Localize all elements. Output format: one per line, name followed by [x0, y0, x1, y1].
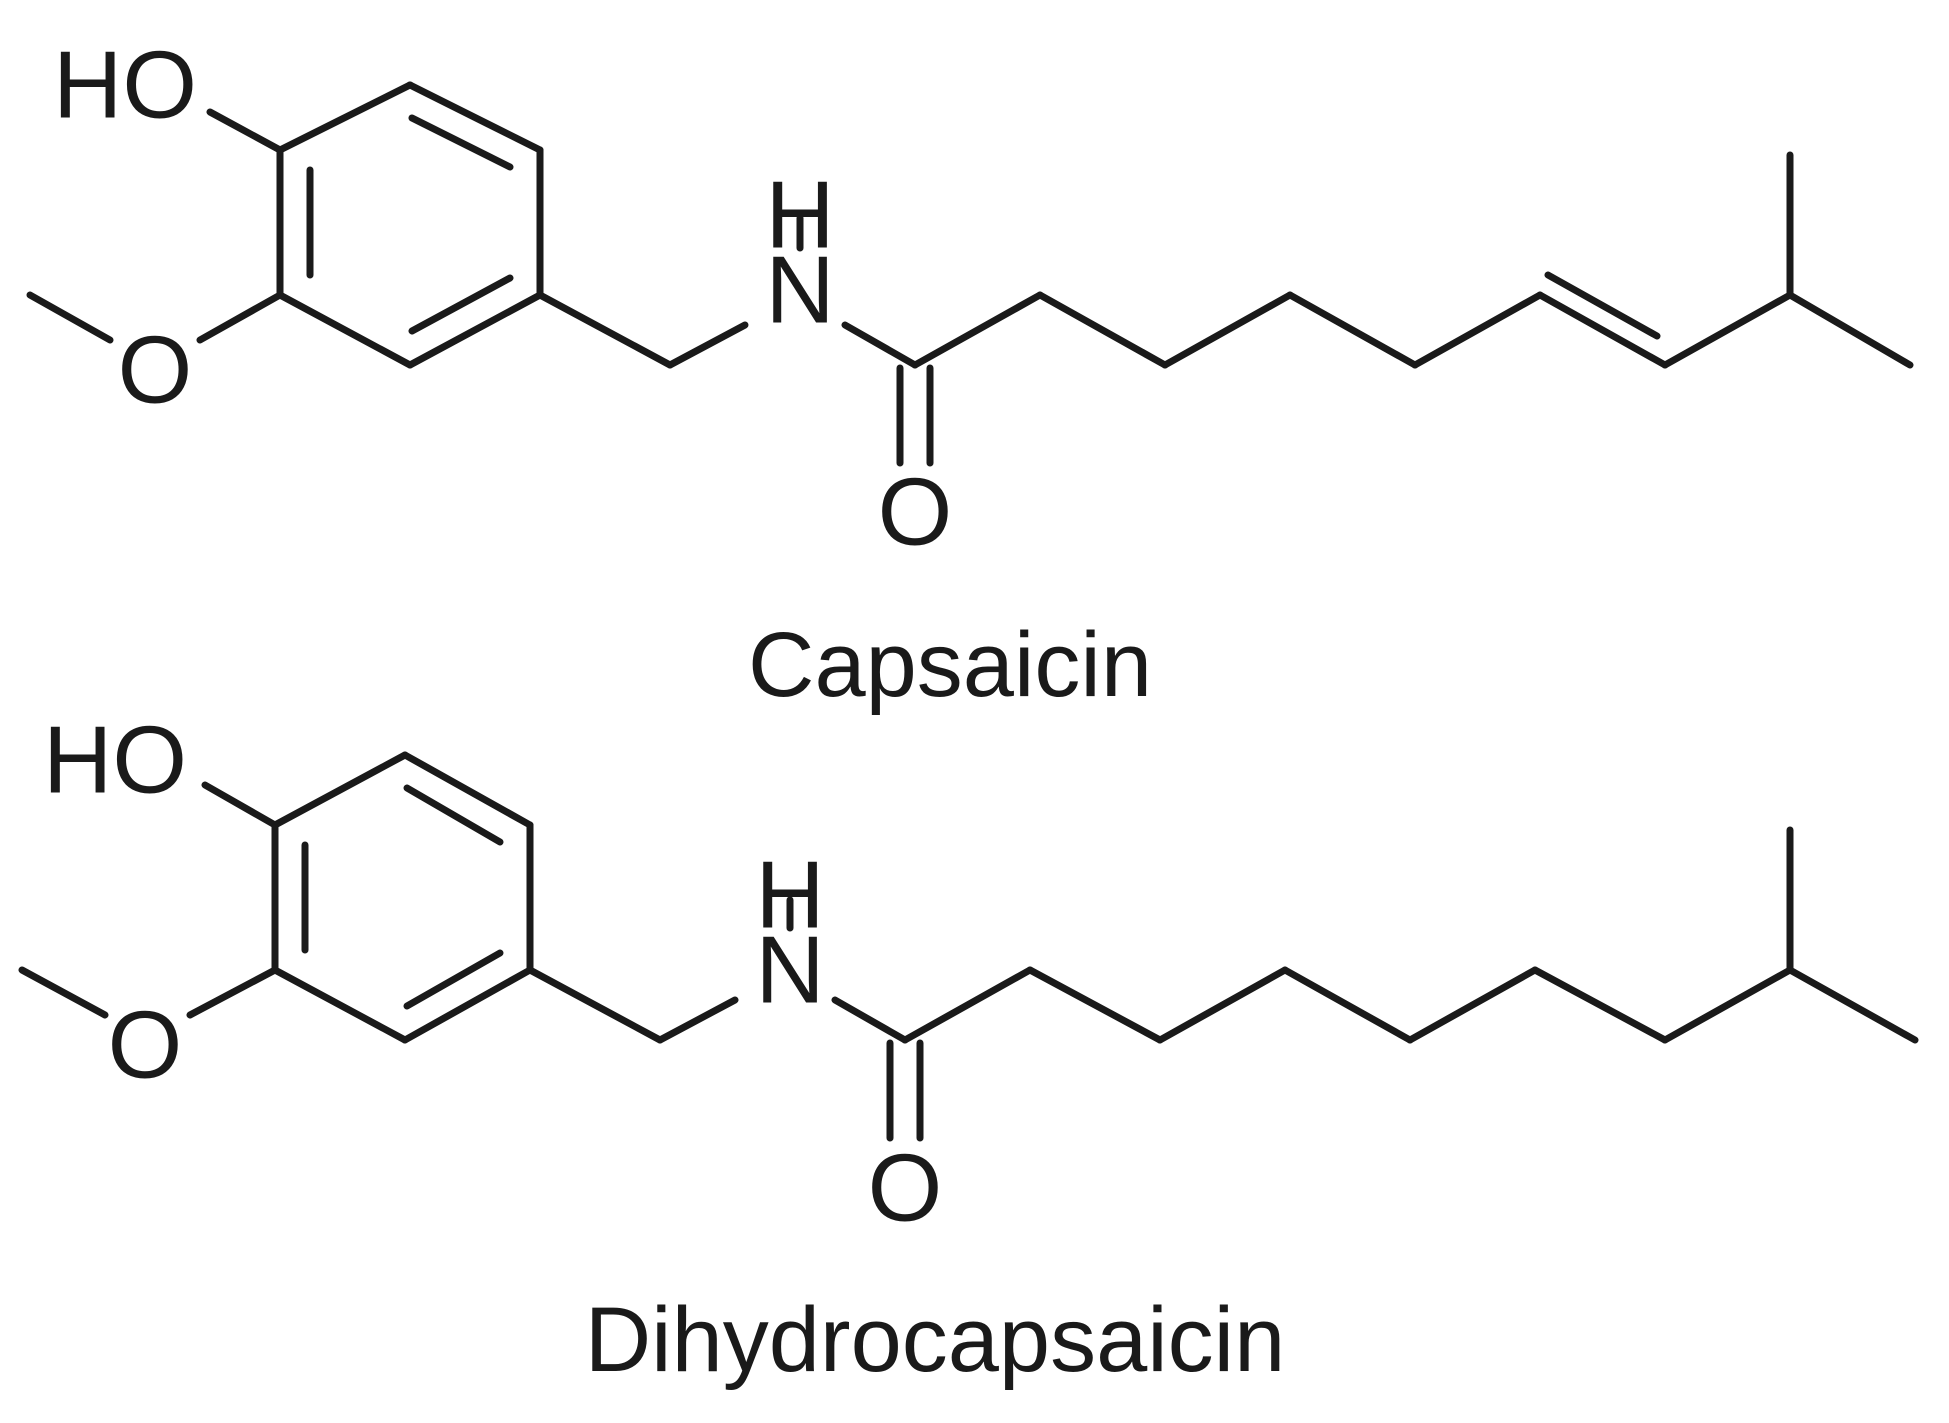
methoxy-oxygen-label: O	[118, 317, 193, 424]
ch2-nh-bond	[666, 321, 749, 369]
chain-bond	[1536, 291, 1669, 369]
chain-bond	[911, 291, 1044, 369]
ring-bond	[401, 966, 534, 1044]
chain-bond	[1026, 966, 1164, 1044]
capsaicin-bonds	[26, 81, 1914, 467]
dihydrocapsaicin-structure: HO O H N O Dihydrocapsaicin	[18, 707, 1919, 1391]
ring-inner-bond	[408, 274, 514, 335]
methoxy-bond	[196, 291, 284, 344]
chain-bond	[1281, 966, 1414, 1044]
carbonyl-oxygen-label: O	[878, 459, 953, 566]
ring-inner-bond	[408, 114, 514, 171]
chain-bond	[1036, 291, 1169, 369]
compound-name: Dihydrocapsaicin	[585, 1289, 1286, 1391]
chain-bond	[1531, 966, 1669, 1044]
benzyl-bond	[536, 291, 674, 369]
hydroxyl-label: HO	[53, 32, 197, 139]
capsaicin-structure: HO O H N O Capsaicin	[26, 32, 1914, 716]
chain-bond	[1411, 291, 1544, 369]
chain-bond	[1661, 966, 1794, 1044]
amide-nitrogen-label: N	[765, 237, 834, 344]
amide-hydrogen-label: H	[755, 842, 824, 949]
ring-inner-bond	[403, 949, 504, 1010]
ring-bond	[276, 291, 414, 369]
chain-bond	[901, 966, 1034, 1044]
benzyl-bond	[526, 966, 664, 1044]
chain-bond	[1161, 291, 1294, 369]
ring-bond	[271, 966, 409, 1044]
methoxy-bond	[186, 966, 279, 1019]
hydroxyl-bond	[206, 108, 284, 154]
hydroxyl-bond	[201, 781, 279, 829]
chain-bond	[1406, 966, 1539, 1044]
n-carbonyl-bond	[831, 996, 909, 1044]
n-carbonyl-bond	[841, 321, 919, 369]
chain-bond	[1156, 966, 1289, 1044]
carbonyl-oxygen-label: O	[868, 1135, 943, 1242]
isopropyl-bond	[1786, 291, 1914, 369]
ring-bond	[401, 751, 534, 829]
compound-name: Capsaicin	[748, 614, 1152, 716]
hydroxyl-label: HO	[43, 707, 187, 814]
amide-nitrogen-label: N	[755, 917, 824, 1024]
ring-bond	[271, 751, 409, 829]
chain-double-bond-inner	[1544, 271, 1661, 340]
chain-bond	[1286, 291, 1419, 369]
ring-bond	[406, 81, 544, 154]
ring-bond	[276, 81, 414, 154]
chain-bond	[1661, 291, 1794, 369]
methyl-bond	[26, 291, 114, 344]
ring-bond	[406, 291, 544, 369]
isopropyl-bond	[1786, 966, 1919, 1044]
ch2-nh-bond	[656, 996, 739, 1044]
amide-hydrogen-label: H	[765, 162, 834, 269]
ring-inner-bond	[403, 784, 504, 846]
dihydrocapsaicin-bonds	[18, 751, 1919, 1142]
methoxy-oxygen-label: O	[108, 992, 183, 1099]
methyl-bond	[18, 966, 109, 1019]
